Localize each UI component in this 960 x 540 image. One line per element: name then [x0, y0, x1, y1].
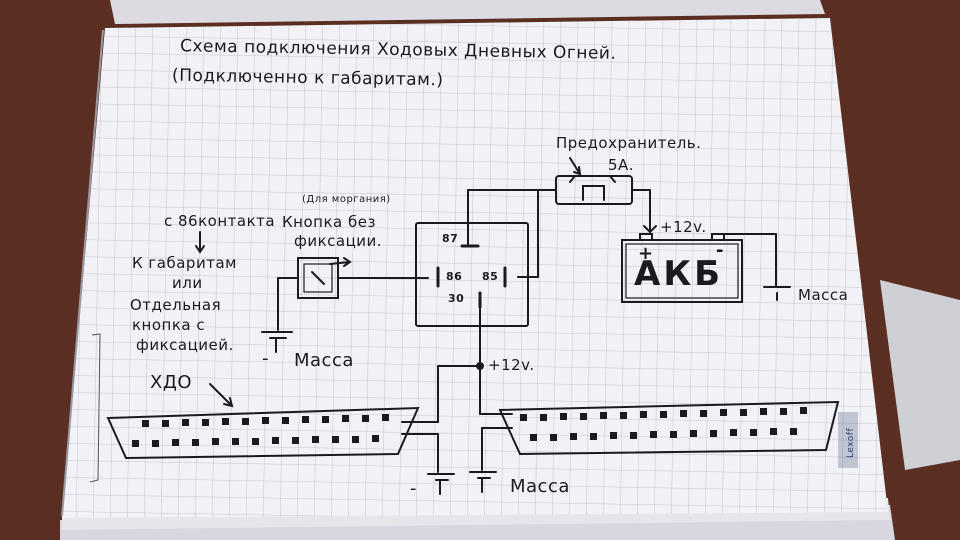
- button-label-line1: Кнопка без: [282, 213, 376, 231]
- source-note-line3: или: [172, 274, 203, 292]
- button-label-line2: фиксации.: [294, 232, 383, 250]
- button-ground-label: Масса: [294, 350, 354, 371]
- button-note: (Для моргания): [302, 194, 391, 205]
- drl-left-leds: [132, 414, 389, 447]
- relay-pin-85: 85: [482, 270, 499, 283]
- battery: [621, 239, 743, 303]
- battery-voltage: +12v.: [660, 218, 707, 236]
- source-note-line4: Отдельная: [130, 296, 222, 314]
- source-note-line2: К габаритам: [132, 254, 237, 272]
- battery-plus: +: [638, 243, 654, 264]
- watermark-logo: Lexoff: [846, 427, 856, 458]
- battery-minus: -: [716, 240, 724, 261]
- source-note-line6: фиксацией.: [136, 336, 234, 354]
- previous-page: [110, 0, 825, 24]
- fuse-rating: 5А.: [608, 156, 635, 174]
- background-sheet: [880, 280, 960, 470]
- battery-label: АКБ: [634, 254, 724, 294]
- relay-pin-30: 30: [448, 292, 465, 305]
- relay: [415, 222, 529, 327]
- relay-pin-87: 87: [442, 232, 459, 245]
- relay-pin-86: 86: [446, 270, 463, 283]
- drl-right-leds: [520, 407, 807, 441]
- button-ground-minus: -: [262, 348, 269, 369]
- drl-left: [106, 406, 420, 460]
- source-note-line5: кнопка с: [132, 316, 206, 334]
- drl-right: [498, 400, 840, 456]
- drl-ground-label: Масса: [510, 476, 570, 497]
- source-note-line1: с 86контакта: [164, 212, 276, 230]
- drl-ground-minus: -: [410, 478, 417, 499]
- fuse-label: Предохранитель.: [556, 134, 702, 152]
- drl-label: ХДО: [150, 372, 193, 393]
- junction-voltage: +12v.: [488, 356, 535, 374]
- battery-ground-label: Масса: [798, 286, 849, 304]
